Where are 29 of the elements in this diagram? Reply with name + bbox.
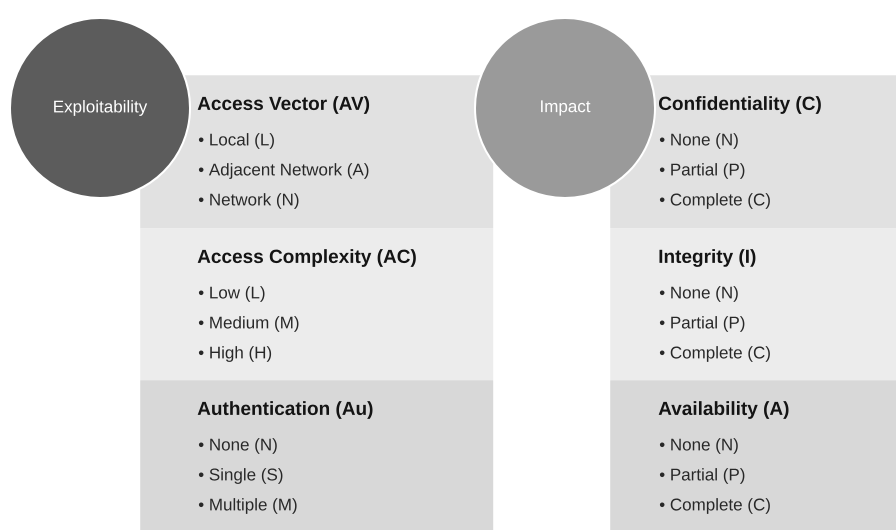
list-item: • Complete (C) — [660, 498, 770, 514]
category-panel — [140, 228, 494, 380]
list-item: • Local (L) — [198, 133, 274, 149]
category-panel — [610, 380, 896, 530]
list-item: • Low (L) — [198, 286, 264, 302]
list-item: • Adjacent Network (A) — [198, 163, 368, 179]
heading: Confidentiality (C) — [659, 96, 821, 114]
heading: Access Vector (AV) — [198, 96, 370, 114]
list-item: • None (N) — [198, 438, 277, 454]
list-item: • Network (N) — [198, 193, 298, 209]
list-item: • Single (S) — [198, 468, 282, 484]
list-item: • Complete (C) — [660, 346, 770, 362]
list-item: • None (N) — [660, 286, 738, 302]
list-item: • Multiple (M) — [198, 498, 297, 514]
list-item: • Partial (P) — [660, 316, 744, 332]
heading: Authentication (Au) — [198, 401, 372, 419]
category-panel — [610, 228, 896, 380]
list-item: • High (H) — [198, 346, 272, 362]
list-item: • Partial (P) — [660, 468, 744, 484]
heading: Integrity (I) — [659, 249, 756, 267]
list-item: • None (N) — [660, 438, 738, 454]
list-item: • Partial (P) — [660, 163, 744, 179]
category-panel — [140, 380, 494, 530]
heading: Access Complexity (AC) — [198, 249, 416, 267]
list-item: • Medium (M) — [198, 316, 298, 332]
heading: Availability (A) — [658, 401, 789, 419]
list-item: • None (N) — [660, 133, 738, 149]
list-item: • Complete (C) — [660, 193, 770, 209]
category-panel — [610, 75, 896, 228]
